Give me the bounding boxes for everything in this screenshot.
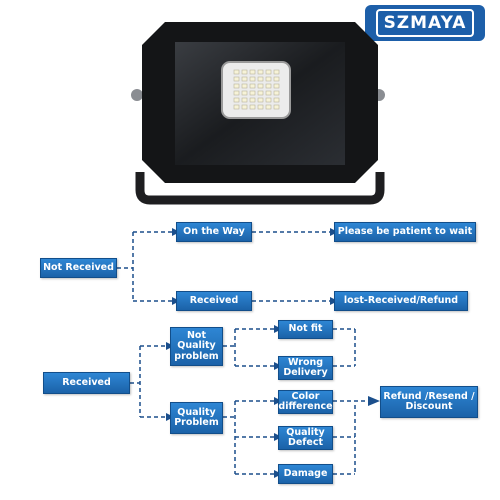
color-difference-box: Color difference [278, 390, 333, 414]
received-root-box: Received [43, 372, 130, 394]
on-the-way-box: On the Way [176, 222, 252, 242]
refund-resend-discount-box: Refund /Resend / Discount [380, 386, 478, 418]
not-quality-problem-box: Not Quality problem [170, 327, 223, 366]
received-box: Received [176, 291, 252, 311]
quality-problem-box: Quality Problem [170, 402, 223, 434]
brand-logo: SZMAYA [365, 5, 485, 41]
not-fit-box: Not fit [278, 320, 333, 339]
flood-light-image [131, 22, 385, 205]
please-be-patient-box: Please be patient to wait [334, 222, 476, 242]
lost-received-refund-box: lost-Received/Refund [334, 291, 468, 311]
quality-defect-box: Quality Defect [278, 426, 333, 450]
wrong-delivery-box: Wrong Delivery [278, 356, 333, 380]
damage-box: Damage [278, 464, 333, 484]
not-received-box: Not Received [40, 258, 117, 278]
brand-name: SZMAYA [375, 9, 475, 37]
